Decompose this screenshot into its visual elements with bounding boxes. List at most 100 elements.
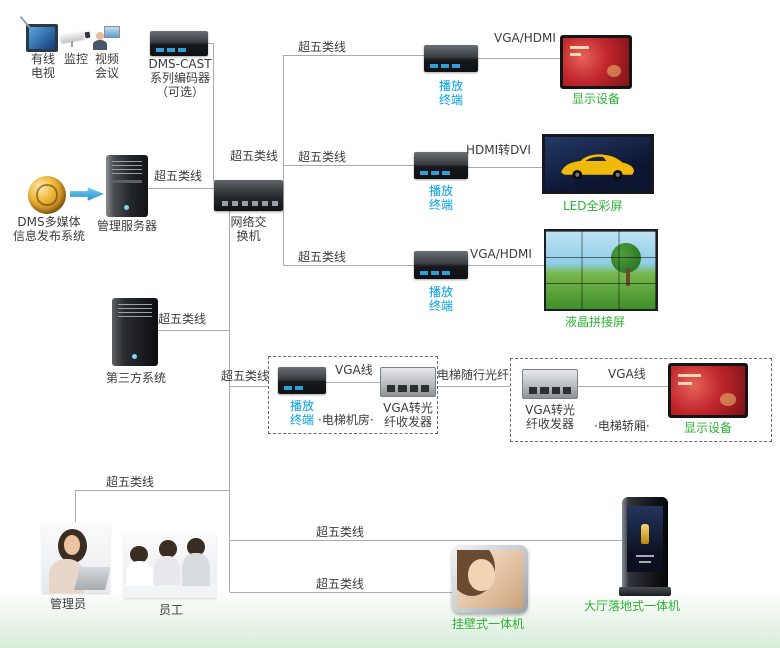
background-gradient xyxy=(0,588,780,648)
connector-line xyxy=(468,265,544,266)
third-party-label: 第三方系统 xyxy=(106,371,167,385)
cat5-label: 超五类线 xyxy=(316,577,365,591)
elevator-fiber-label: 电梯随行光纤 xyxy=(437,368,510,382)
led-screen-label: LED全彩屏 xyxy=(563,199,623,213)
elevator-room-label: ·电梯机房· xyxy=(318,413,374,427)
playback-terminal-label: 播放 终端 xyxy=(424,79,478,107)
label-text: DMS-CAST xyxy=(148,57,212,71)
cat5-label: 超五类线 xyxy=(154,169,203,183)
vga-hdmi-label: VGA/HDMI xyxy=(470,247,532,261)
person-head xyxy=(96,32,104,40)
switch-ports xyxy=(222,201,278,206)
fiber-transceiver-label: VGA转光 纤收发器 xyxy=(378,401,438,429)
cat5-label: 超五类线 xyxy=(230,149,279,163)
fiber-transceiver-label: VGA转光 纤收发器 xyxy=(520,403,580,431)
person-hair xyxy=(129,545,148,564)
connector-line xyxy=(438,386,510,387)
staff-label: 员工 xyxy=(159,603,184,617)
lobby-kiosk-label: 大厅落地式一体机 xyxy=(584,599,681,613)
server-vents xyxy=(112,161,142,175)
camera-mount xyxy=(71,41,73,47)
lcd-video-wall-device xyxy=(544,229,658,311)
network-switch-label: 网络交 换机 xyxy=(214,215,283,243)
dms-system-icon xyxy=(28,176,66,214)
person-body xyxy=(181,553,210,587)
server-power-light xyxy=(132,354,137,359)
elevator-car-label: ·电梯轿厢· xyxy=(594,419,650,433)
device-ports xyxy=(284,386,303,390)
antenna-icon xyxy=(19,15,31,29)
connector-line xyxy=(578,386,668,387)
person-face xyxy=(63,534,81,555)
elevator-room-zone xyxy=(268,356,438,434)
kiosk-base xyxy=(619,587,671,596)
playback-terminal-label: 播放 终端 xyxy=(414,184,468,212)
kiosk-screen xyxy=(627,506,663,572)
label-text: 终端 xyxy=(428,299,453,313)
connector-line xyxy=(283,55,284,266)
device-ports xyxy=(430,64,460,68)
cable-tv-icon xyxy=(19,15,58,52)
connector-line xyxy=(229,211,230,592)
connector-line xyxy=(213,43,214,181)
label-text: 显示设备 xyxy=(683,421,732,435)
kiosk-ad-text xyxy=(638,561,652,564)
label-text: 监控 xyxy=(63,52,88,66)
device-ports xyxy=(156,48,186,52)
label-text: 播放 xyxy=(428,285,453,299)
fiber-transceiver-device xyxy=(522,369,578,399)
camera-lens xyxy=(84,31,91,39)
person-body xyxy=(93,40,107,50)
connector-line xyxy=(478,58,560,59)
server-power-light xyxy=(124,205,129,210)
desk xyxy=(124,582,216,598)
screen-graphic xyxy=(719,393,737,407)
playback-terminal-device xyxy=(414,152,468,179)
connector-line xyxy=(468,167,542,168)
label-text: 视频 xyxy=(94,52,119,66)
connector-line xyxy=(230,540,622,541)
screen-graphic xyxy=(678,373,701,377)
flow-arrow-icon xyxy=(70,187,104,201)
management-server-label: 管理服务器 xyxy=(97,219,158,233)
person-hair xyxy=(186,537,205,556)
laptop-icon xyxy=(74,567,110,591)
lcd-wall-label: 液晶拼接屏 xyxy=(565,315,626,329)
cat5-label: 超五类线 xyxy=(298,150,347,164)
connector-line xyxy=(148,188,214,189)
network-switch-device xyxy=(214,180,283,211)
sphere-ring xyxy=(36,184,58,206)
playback-terminal-label: 播放 终端 xyxy=(414,285,468,313)
vga-line-label: VGA线 xyxy=(608,367,646,381)
led-screen-device xyxy=(542,134,654,194)
cat5-label: 超五类线 xyxy=(221,369,270,383)
screen-content xyxy=(563,38,629,86)
cat5-label: 超五类线 xyxy=(298,40,347,54)
display-device-label: 显示设备 xyxy=(682,421,734,435)
label-text: 信息发布系统 xyxy=(12,229,85,243)
label-text: 网络交 xyxy=(230,215,267,229)
label-text: 系列编码器 xyxy=(149,71,210,85)
label-text: （可选） xyxy=(155,85,204,99)
cat5-label: 超五类线 xyxy=(298,250,347,264)
surveillance-camera-icon xyxy=(59,28,91,48)
encoder-device xyxy=(150,31,208,56)
display-device-label: 显示设备 xyxy=(570,92,622,106)
person-body xyxy=(125,560,154,587)
display-device-screen xyxy=(668,363,748,418)
person-hair xyxy=(158,540,178,559)
screen-content xyxy=(457,550,523,608)
label-text: VGA转光 xyxy=(525,403,575,417)
connector-line xyxy=(75,490,76,522)
label-text: 播放 xyxy=(428,184,453,198)
connector-line xyxy=(230,592,452,593)
label-text: 纤收发器 xyxy=(383,415,432,429)
label-text: 播放 xyxy=(289,399,314,413)
lobby-kiosk-device xyxy=(619,497,671,596)
third-party-system-device xyxy=(112,298,158,366)
connector-line xyxy=(326,382,380,383)
screen-content xyxy=(671,366,745,415)
server-drive-slot xyxy=(112,180,142,183)
connector-line xyxy=(230,386,268,387)
video-wall-grid xyxy=(546,231,656,309)
